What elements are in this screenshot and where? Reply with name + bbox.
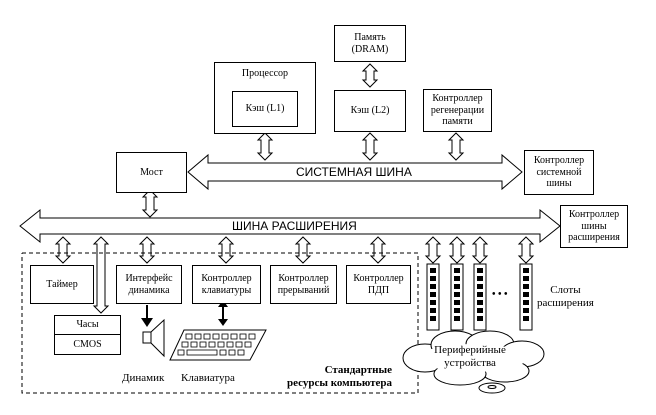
- slots-ellipsis: • • •: [492, 289, 508, 300]
- speaker-interface-box: Интерфейс динамика: [116, 265, 182, 304]
- speaker-label: Динамик: [122, 372, 165, 384]
- keyboard-label: Клавиатура: [181, 372, 235, 384]
- speaker-icon: [142, 318, 165, 358]
- bridge-box: Мост: [116, 152, 187, 193]
- slots-label: Слоты расширения: [537, 284, 594, 309]
- peripherals-label: Периферийные устройства: [434, 344, 506, 369]
- timer-box: Таймер: [30, 265, 94, 304]
- keyboard-controller-box: Контроллер клавиатуры: [192, 265, 261, 304]
- cache-l1-box: Кэш (L1): [232, 91, 298, 127]
- standard-resources-label: Стандартные ресурсы компьютера: [286, 364, 392, 389]
- standard-resources-region: [21, 252, 419, 394]
- cache-l2-box: Кэш (L2): [334, 90, 406, 132]
- system-bus-controller-box: Контроллер системной шины: [524, 150, 594, 195]
- peripherals-cloud: [402, 330, 545, 386]
- cmos-box: CMOS: [54, 334, 121, 355]
- interrupt-controller-box: Контроллер прерываний: [270, 265, 337, 304]
- speaker-arrow-head: [141, 318, 153, 327]
- connector-arrows: [54, 63, 535, 314]
- keyboard-icon: [169, 329, 267, 361]
- clock-box: Часы: [54, 315, 121, 335]
- expansion-slots: [426, 263, 533, 331]
- system-bus-label: СИСТЕМНАЯ ШИНА: [296, 165, 412, 179]
- memory-box: Память (DRAM): [334, 25, 406, 62]
- dma-controller-box: Контроллер ПДП: [346, 265, 411, 304]
- expansion-bus-label: ШИНА РАСШИРЕНИЯ: [232, 219, 357, 233]
- system-bus-arrow: [187, 153, 523, 191]
- refresh-controller-box: Контроллер регенерации памяти: [423, 89, 492, 132]
- expansion-bus-controller-box: Контроллер шины расширения: [560, 205, 628, 248]
- processor-label: Процессор: [241, 68, 289, 79]
